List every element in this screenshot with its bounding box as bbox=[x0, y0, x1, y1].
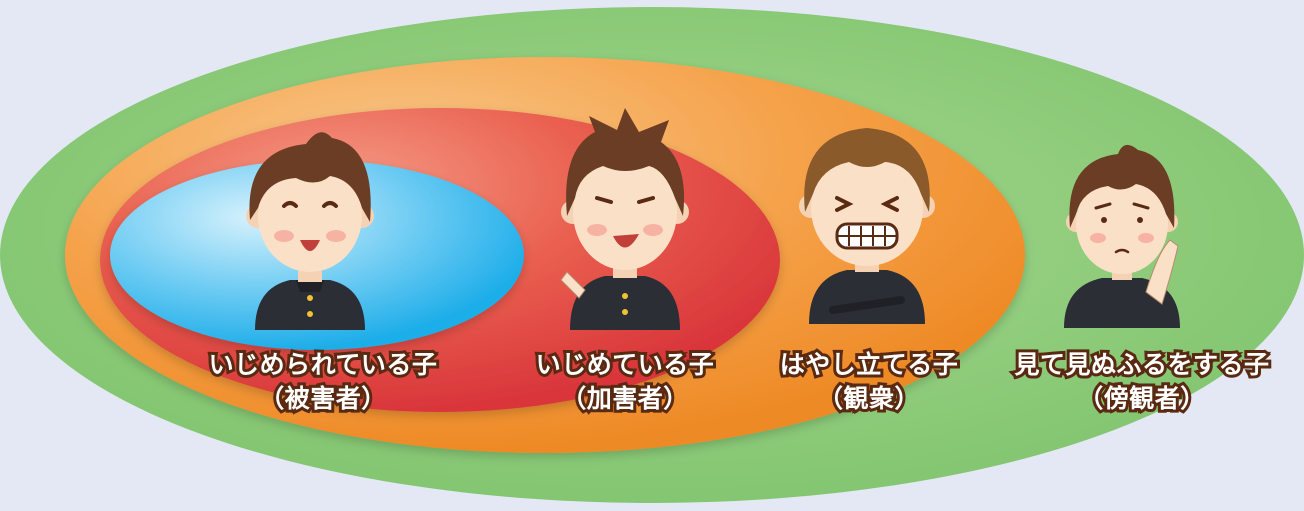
victim-label-sub: （被害者） bbox=[256, 381, 389, 416]
laughing-boy-icon bbox=[799, 128, 935, 324]
smiling-boy-icon bbox=[246, 132, 374, 330]
bully-label-title: いじめている子 bbox=[533, 347, 717, 382]
audience-label: はやし立てる子 （観衆） bbox=[764, 347, 974, 416]
bystander-label: 見て見ぬふるをする子 （傍観者） bbox=[992, 347, 1292, 416]
victim-label: いじめられている子 （被害者） bbox=[178, 347, 468, 416]
audience-label-sub: （観衆） bbox=[815, 381, 923, 416]
bystander-label-title: 見て見ぬふるをする子 bbox=[1011, 347, 1272, 382]
victim-label-title: いじめられている子 bbox=[206, 347, 440, 382]
worried-boy-icon bbox=[1064, 144, 1180, 328]
audience-label-title: はやし立てる子 bbox=[777, 347, 961, 382]
pointing-grinning-boy-icon bbox=[560, 108, 689, 330]
bystander-label-sub: （傍観者） bbox=[1075, 381, 1208, 416]
bully-label: いじめている子 （加害者） bbox=[510, 347, 740, 416]
bully-label-sub: （加害者） bbox=[558, 381, 691, 416]
